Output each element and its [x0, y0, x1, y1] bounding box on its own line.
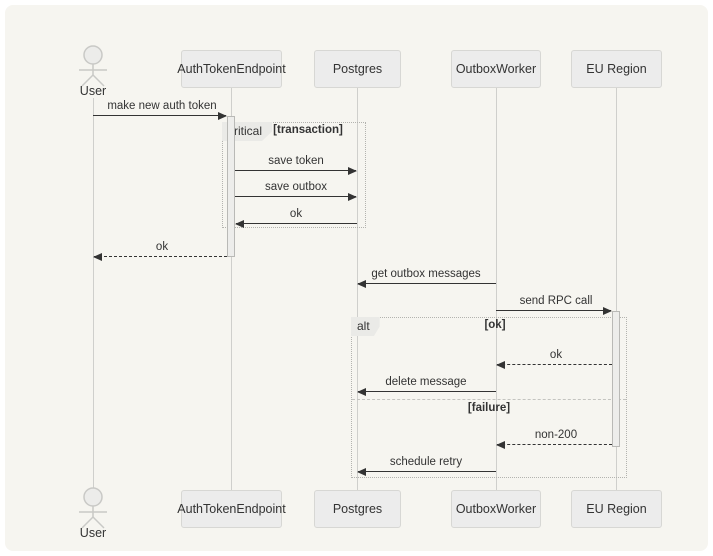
lifeline-euregion [616, 88, 617, 490]
arrowhead [348, 167, 357, 175]
arrowhead [496, 361, 505, 369]
message-line [358, 391, 496, 392]
participant-bottom-authtokenendpoint: AuthTokenEndpoint [177, 490, 286, 528]
message-line [235, 196, 356, 197]
participant-bottom-euregion: EU Region [571, 490, 662, 528]
participant-label: Postgres [332, 502, 383, 516]
actor-user-icon [79, 487, 107, 529]
participant-top-postgres: Postgres [314, 50, 401, 88]
actor-user-bottom-label: User [79, 526, 107, 540]
message-label: send RPC call [519, 295, 593, 307]
message-line [358, 283, 496, 284]
lifeline-outboxworker [496, 88, 497, 490]
message-line [235, 170, 356, 171]
activation-euregion [612, 311, 620, 447]
alt-divider [352, 399, 626, 400]
message-label: get outbox messages [371, 268, 481, 280]
participant-label: AuthTokenEndpoint [177, 502, 286, 516]
message-line [497, 444, 612, 445]
participant-label: OutboxWorker [455, 502, 537, 516]
alt-block-label: alt [351, 317, 380, 336]
arrowhead [603, 307, 612, 315]
arrowhead [357, 280, 366, 288]
arrowhead [357, 388, 366, 396]
participant-label: EU Region [586, 62, 647, 76]
message-label: non-200 [534, 429, 578, 441]
alt-guard-failure: [failure] [467, 402, 511, 414]
arrowhead [235, 220, 244, 228]
arrowhead [496, 441, 505, 449]
message-label: ok [549, 349, 563, 361]
participant-bottom-outboxworker: OutboxWorker [451, 490, 541, 528]
message-label: ok [289, 208, 303, 220]
critical-block [222, 122, 366, 228]
participant-label: AuthTokenEndpoint [177, 62, 286, 76]
message-label: save token [268, 155, 324, 167]
participant-label: OutboxWorker [455, 62, 537, 76]
arrowhead [218, 112, 227, 120]
message-label: delete message [385, 376, 467, 388]
lifeline-user [93, 98, 94, 488]
lifeline-authtokenendpoint [231, 88, 232, 490]
message-line [497, 364, 612, 365]
participant-bottom-postgres: Postgres [314, 490, 401, 528]
participant-top-outboxworker: OutboxWorker [451, 50, 541, 88]
message-line [93, 115, 226, 116]
activation-authtokenendpoint [227, 116, 235, 257]
arrowhead [357, 468, 366, 476]
alt-guard-ok: [ok] [484, 319, 506, 331]
participant-top-euregion: EU Region [571, 50, 662, 88]
diagram-background [5, 5, 708, 551]
message-label: make new auth token [107, 100, 217, 112]
message-line [236, 223, 357, 224]
message-label: schedule retry [389, 456, 463, 468]
message-label: ok [155, 241, 169, 253]
participant-label: Postgres [332, 62, 383, 76]
arrowhead [348, 193, 357, 201]
critical-guard-transaction: [transaction] [273, 124, 343, 136]
arrowhead [93, 253, 102, 261]
actor-user-top-label: User [79, 84, 107, 98]
alt-block [351, 317, 627, 478]
message-label: save outbox [264, 181, 327, 193]
participant-top-authtokenendpoint: AuthTokenEndpoint [177, 50, 286, 88]
message-line [94, 256, 227, 257]
actor-user-icon [79, 45, 107, 87]
message-line [496, 310, 611, 311]
lifeline-postgres [357, 88, 358, 490]
message-line [358, 471, 496, 472]
participant-label: EU Region [586, 502, 647, 516]
